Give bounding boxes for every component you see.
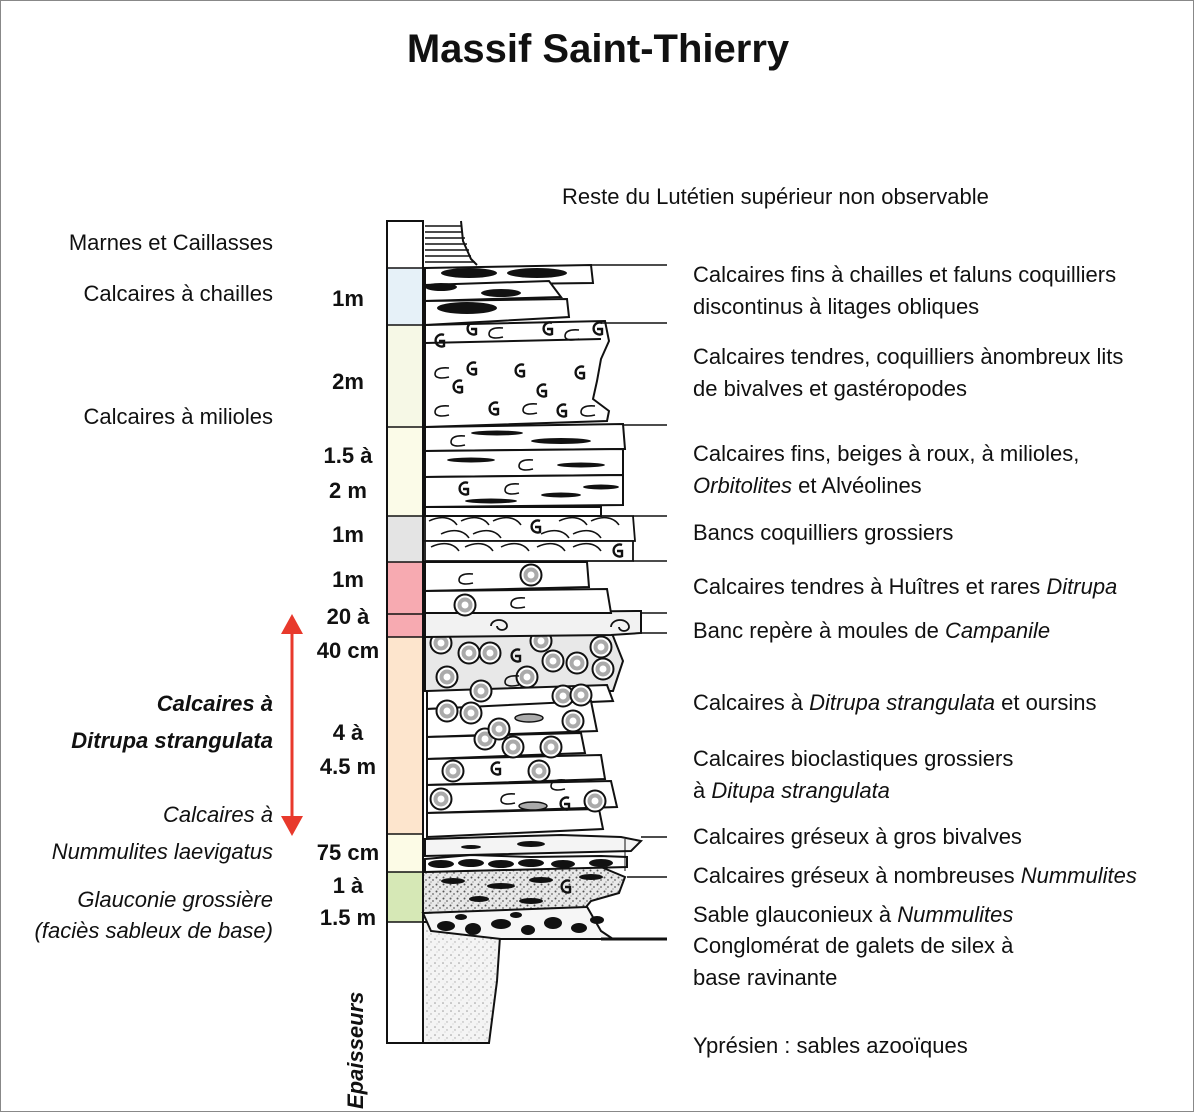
desc-sable-taxon: Nummulites: [897, 902, 1013, 927]
desc-bivalves: Calcaires gréseux à gros bivalves: [693, 821, 1022, 853]
desc-ditrupa: Calcaires à Ditrupa strangulata et oursi…: [693, 687, 1097, 719]
thickness-campanile-line1: 20 à: [303, 601, 393, 633]
desc-campanile-text: Banc repère à moules de: [693, 618, 945, 643]
desc-milioles-rest: et Alvéolines: [792, 473, 922, 498]
thickness-milioles-line1: 1.5 à: [303, 440, 393, 472]
desc-chailles-line1: Calcaires fins à chailles et faluns coqu…: [693, 259, 1116, 291]
thickness-ditrupa-line1: 4 à: [303, 717, 393, 749]
label-chailles: Calcaires à chailles: [83, 278, 273, 310]
desc-huitres-taxon: Ditrupa: [1046, 574, 1117, 599]
desc-bioclastiques-line1: Calcaires bioclastiques grossiers: [693, 743, 1013, 775]
thickness-milioles-line2: 2 m: [303, 475, 393, 507]
desc-conglomerat-line2: base ravinante: [693, 962, 837, 994]
desc-conglomerat-line1: Conglomérat de galets de silex à: [693, 930, 1013, 962]
sands-ypresien: [423, 922, 501, 1043]
thickness-glauconie-line2: 1.5 m: [303, 902, 393, 934]
desc-bancs: Bancs coquilliers grossiers: [693, 517, 953, 549]
desc-bioclastiques-taxon: Ditupa strangulata: [711, 778, 890, 803]
label-glauconie-line2: (faciès sableux de base): [35, 915, 273, 947]
label-glauconie-line1: Glauconie grossière: [77, 884, 273, 916]
desc-huitres: Calcaires tendres à Huîtres et rares Dit…: [693, 571, 1117, 603]
thickness-glauconie-line1: 1 à: [303, 870, 393, 902]
desc-tendres-line2: de bivalves et gastéropodes: [693, 373, 967, 405]
epaisseurs-axis-label: Epaisseurs: [343, 992, 369, 1109]
label-marnes: Marnes et Caillasses: [69, 227, 273, 259]
thickness-bancs: 1m: [303, 519, 393, 551]
desc-campanile: Banc repère à moules de Campanile: [693, 615, 1050, 647]
red-arrow: [281, 614, 303, 836]
interval-marnes: [387, 221, 423, 268]
desc-bioclastiques-prefix: à: [693, 778, 711, 803]
label-milioles: Calcaires à milioles: [83, 401, 273, 433]
thickness-ditrupa-line2: 4.5 m: [303, 751, 393, 783]
label-nummulites-line1: Calcaires à: [163, 799, 273, 831]
thickness-chailles: 1m: [303, 283, 393, 315]
interval-ypresien: [387, 922, 423, 1043]
thickness-calcaires-tendres: 2m: [303, 366, 393, 398]
glauconite-sand-bed: [423, 867, 625, 913]
desc-ypresien: Yprésien : sables azooïques: [693, 1030, 968, 1062]
label-ditrupa-line1: Calcaires à: [157, 688, 273, 720]
desc-ditrupa-end: et oursins: [995, 690, 1097, 715]
top-note: Reste du Lutétien supérieur non observab…: [562, 181, 989, 213]
desc-milioles-taxon: Orbitolites: [693, 473, 792, 498]
oyster-beds: [425, 562, 611, 613]
shell-banks: [425, 516, 635, 561]
desc-milioles-line1: Calcaires fins, beiges à roux, à miliole…: [693, 438, 1079, 470]
desc-milioles-line2: Orbitolites et Alvéolines: [693, 470, 922, 502]
campanile-bed: [425, 611, 641, 637]
label-ditrupa-line2: Ditrupa strangulata: [71, 725, 273, 757]
desc-ditrupa-text: Calcaires à: [693, 690, 809, 715]
desc-tendres-line1: Calcaires tendres, coquilliers ànombreux…: [693, 341, 1123, 373]
desc-nummulites-taxon: Nummulites: [1021, 863, 1137, 888]
diagram-title: Massif Saint-Thierry: [1, 27, 1194, 72]
thickness-campanile-line2: 40 cm: [303, 635, 393, 667]
thickness-huitres: 1m: [303, 564, 393, 596]
desc-chailles-line2: discontinus à litages obliques: [693, 291, 979, 323]
desc-bioclastiques-line2: à Ditupa strangulata: [693, 775, 890, 807]
desc-campanile-taxon: Campanile: [945, 618, 1050, 643]
desc-sable-text: Sable glauconieux à: [693, 902, 897, 927]
desc-ditrupa-taxon: Ditrupa strangulata: [809, 690, 995, 715]
desc-nummulites: Calcaires gréseux à nombreuses Nummulite…: [693, 860, 1137, 892]
desc-huitres-text: Calcaires tendres à Huîtres et rares: [693, 574, 1046, 599]
desc-sable: Sable glauconieux à Nummulites: [693, 899, 1013, 931]
desc-nummulites-text: Calcaires gréseux à nombreuses: [693, 863, 1021, 888]
thickness-nummulites: 75 cm: [303, 837, 393, 869]
marnes-hatching: [425, 226, 475, 262]
label-nummulites-line2: Nummulites laevigatus: [52, 836, 273, 868]
lithology-column: [423, 221, 667, 1043]
